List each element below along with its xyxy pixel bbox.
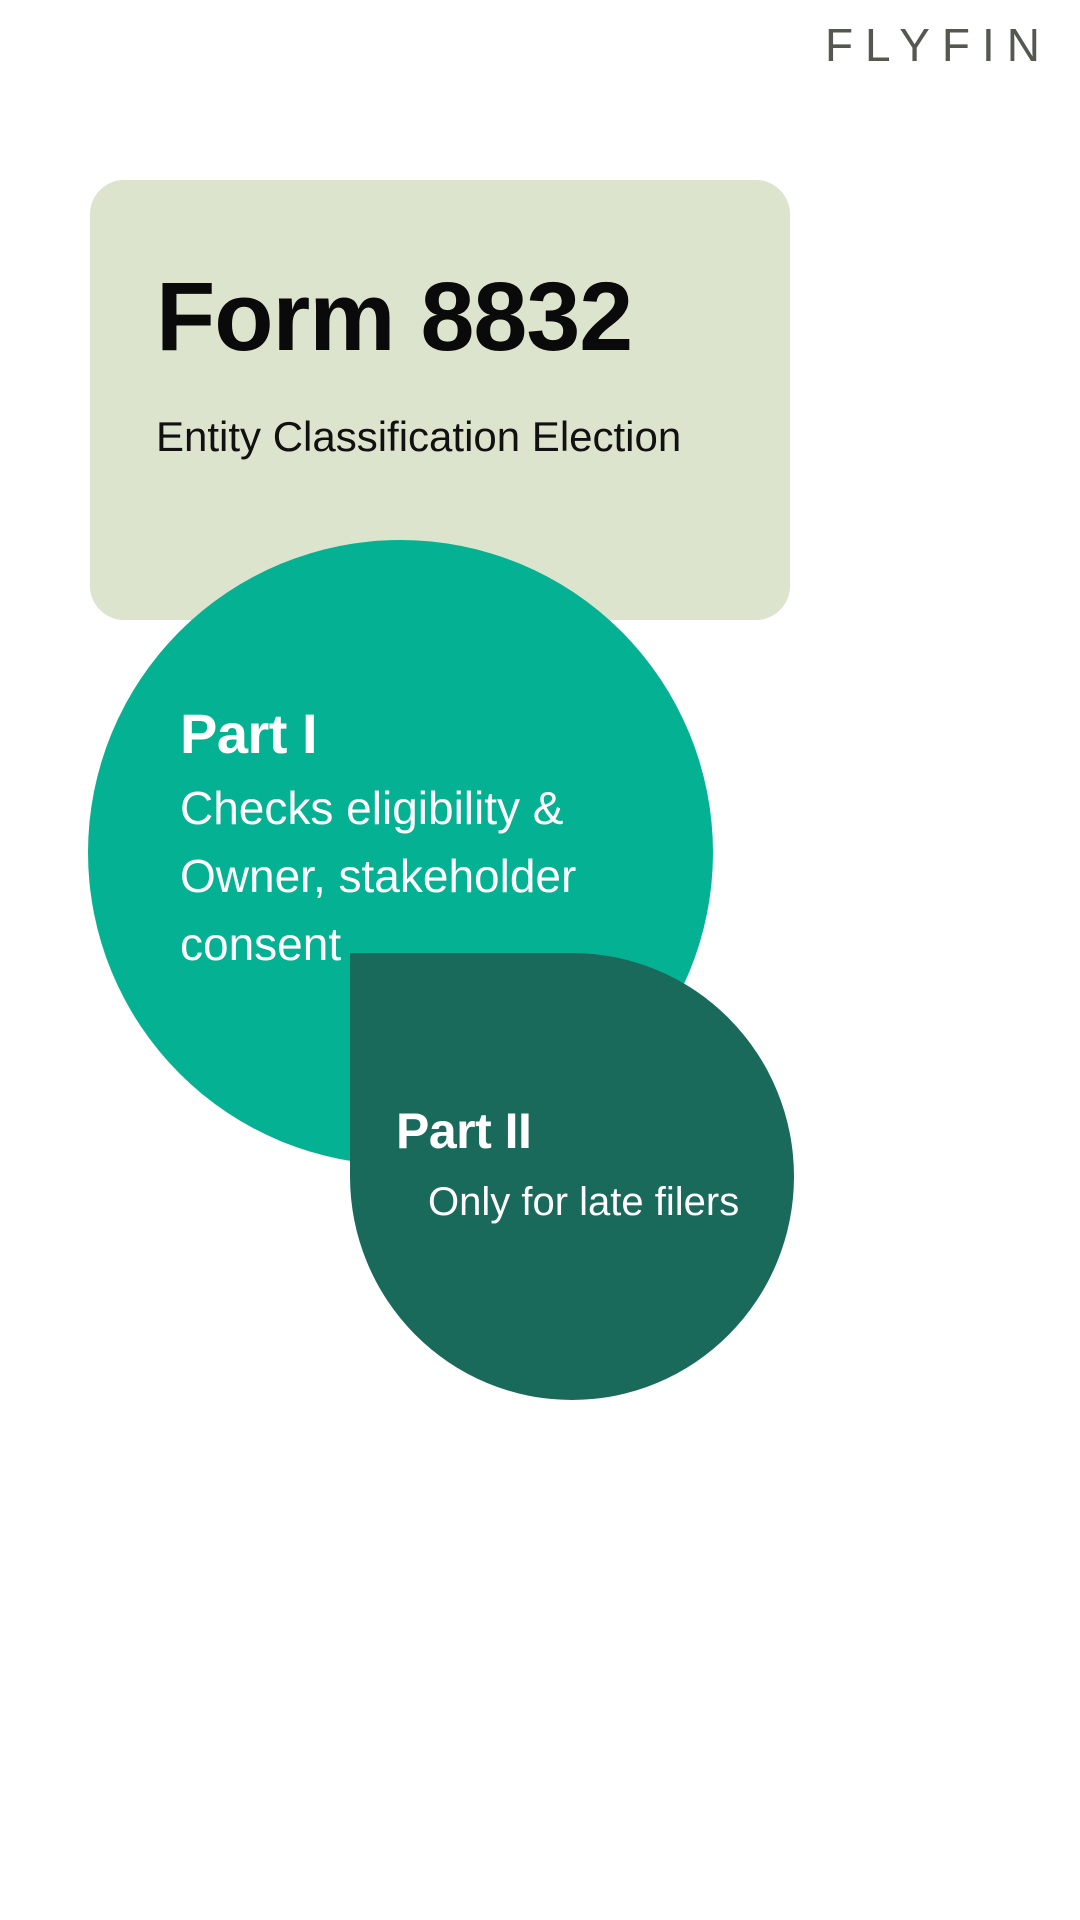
page-title: Form 8832 bbox=[156, 262, 633, 371]
part-two-section: Part II Only for late filers bbox=[396, 1105, 796, 1230]
part-two-teardrop-shape bbox=[350, 953, 794, 1400]
part-one-label: Part I bbox=[180, 702, 318, 765]
part-one-description: Checks eligibility & Owner, stakeholder … bbox=[180, 781, 577, 970]
page-subtitle: Entity Classification Election bbox=[156, 413, 682, 460]
part-two-description: Only for late filers bbox=[428, 1179, 740, 1224]
part-two-label: Part II bbox=[396, 1103, 532, 1159]
part-one-section: Part I Checks eligibility & Owner, stake… bbox=[180, 702, 650, 978]
flyfin-logo: FLYFIN bbox=[824, 19, 1052, 71]
